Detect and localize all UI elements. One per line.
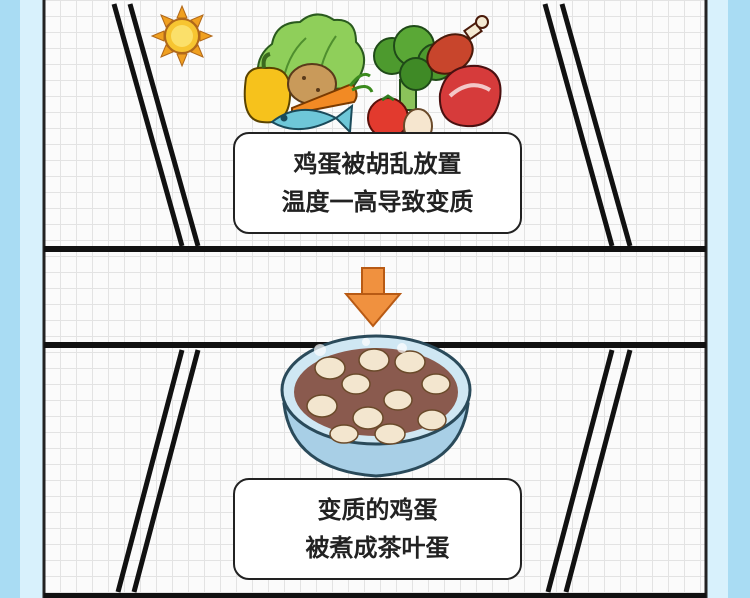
steam xyxy=(314,338,407,356)
tea-egg-bowl-illustration xyxy=(280,334,472,478)
panel-divider-footer xyxy=(44,593,706,598)
bottom-panel-speed-lines xyxy=(115,349,633,593)
pepper-icon xyxy=(243,52,292,124)
broccoli-icon xyxy=(373,25,455,111)
steak-icon xyxy=(438,64,502,128)
caption-box-bottom: 变质的鸡蛋 被煮成茶叶蛋 xyxy=(233,478,522,580)
caption-box-top: 鸡蛋被胡乱放置 温度一高导致变质 xyxy=(233,132,522,234)
drumstick-icon xyxy=(426,15,489,75)
fish-icon xyxy=(270,103,354,135)
top-panel-speed-lines xyxy=(111,3,633,247)
food-pile-illustration xyxy=(243,13,502,144)
tea-eggs xyxy=(306,348,451,445)
caption-top-line-1: 鸡蛋被胡乱放置 xyxy=(293,150,462,178)
sun-icon xyxy=(150,4,214,68)
caption-top-line-2: 温度一高导致变质 xyxy=(281,188,474,216)
tomato-icon xyxy=(367,94,409,139)
caption-bottom-line-2: 被煮成茶叶蛋 xyxy=(305,534,450,562)
carrot-icon xyxy=(291,72,374,116)
panel-divider-top xyxy=(44,246,706,252)
caption-bottom-line-1: 变质的鸡蛋 xyxy=(317,496,438,524)
arrow-down-icon xyxy=(343,267,403,328)
